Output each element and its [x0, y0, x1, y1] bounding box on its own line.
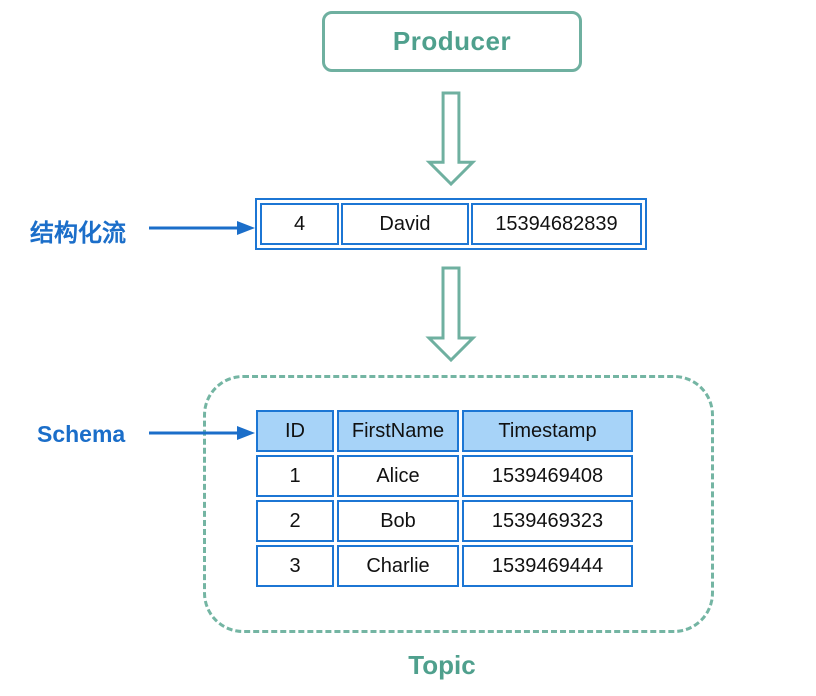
topic-container: [203, 375, 714, 633]
topic-label: Topic: [408, 650, 476, 680]
structured-stream-label: 结构化流: [30, 220, 126, 247]
table-cell: 3: [256, 545, 334, 587]
schema-label: Schema: [37, 421, 126, 447]
table-cell: Charlie: [337, 545, 459, 587]
table-cell: Bob: [337, 500, 459, 542]
stream-record-row[interactable]: 4 David 15394682839: [255, 198, 647, 250]
schema-table[interactable]: ID FirstName Timestamp 1 Alice 153946940…: [256, 410, 633, 587]
producer-label: Producer: [392, 26, 512, 56]
down-arrow-icon: [425, 266, 477, 362]
stream-cell-timestamp: 15394682839: [471, 203, 642, 245]
table-header-firstname: FirstName: [337, 410, 459, 452]
arrow-right-icon: [149, 426, 255, 440]
table-cell: 1539469323: [462, 500, 633, 542]
table-cell: 2: [256, 500, 334, 542]
arrow-right-icon: [149, 221, 255, 235]
table-cell: 1: [256, 455, 334, 497]
stream-cell-id: 4: [260, 203, 339, 245]
stream-cell-firstname: David: [341, 203, 469, 245]
table-cell: 1539469444: [462, 545, 633, 587]
table-cell: Alice: [337, 455, 459, 497]
table-cell: 1539469408: [462, 455, 633, 497]
producer-node[interactable]: Producer: [322, 11, 582, 72]
table-header-id: ID: [256, 410, 334, 452]
down-arrow-icon: [425, 91, 477, 186]
table-header-timestamp: Timestamp: [462, 410, 633, 452]
